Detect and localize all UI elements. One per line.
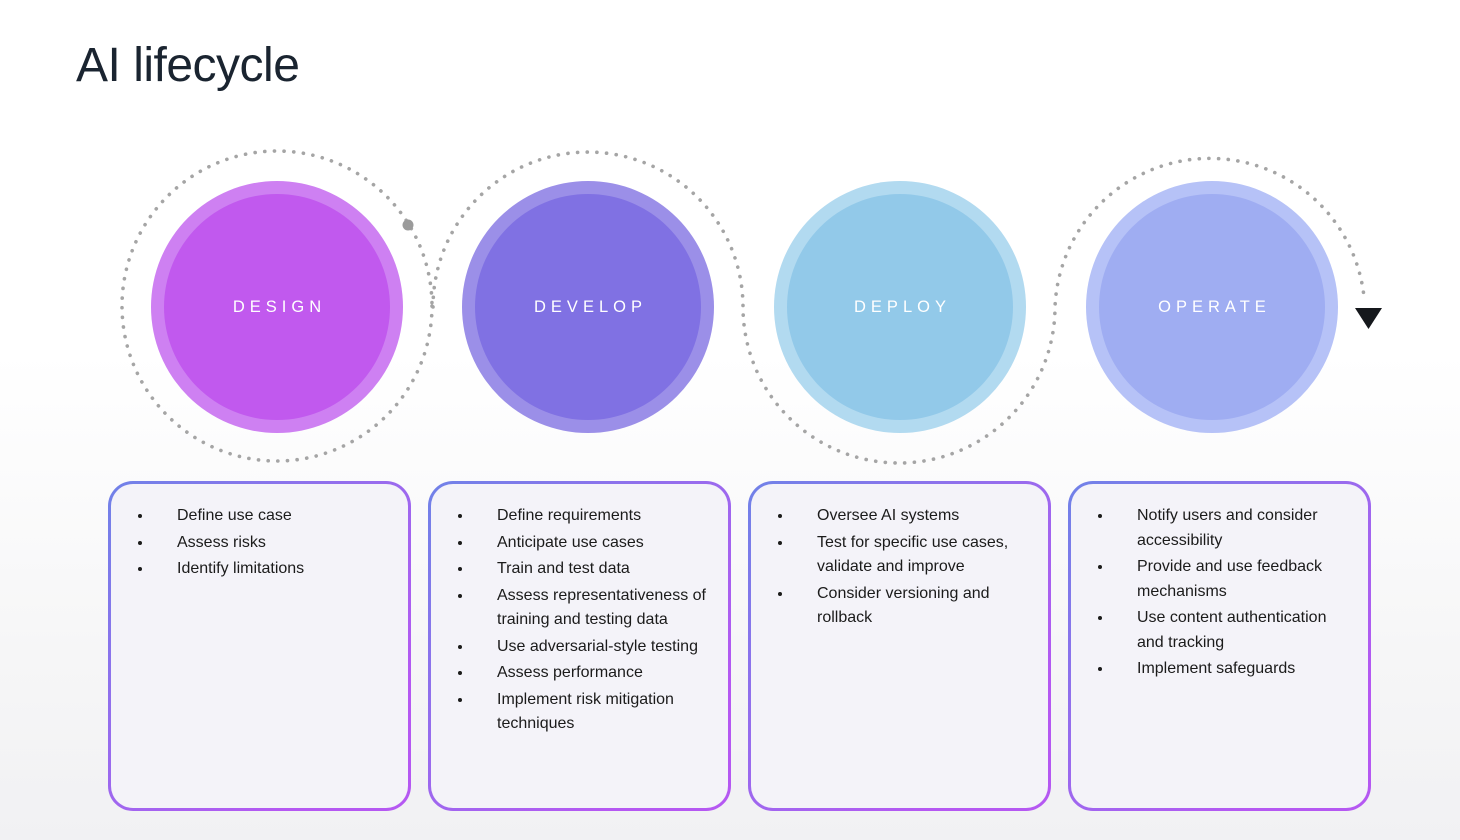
stage-label-develop: DEVELOP (534, 297, 647, 316)
card-design: Define use caseAssess risksIdentify limi… (108, 481, 411, 811)
flow-arrow-down-icon (1355, 308, 1382, 329)
stage-circle-operate: OPERATE (1086, 181, 1338, 433)
stage-circle-deploy: DEPLOY (774, 181, 1026, 433)
flow-start-dot (402, 219, 414, 231)
stage-disc: DEPLOY (787, 194, 1013, 420)
card-body: Notify users and consider accessibilityP… (1071, 484, 1368, 808)
list-item: Implement safeguards (1113, 656, 1354, 682)
list-item: Consider versioning and rollback (793, 581, 1034, 631)
deploy-items-list: Oversee AI systemsTest for specific use … (751, 484, 1048, 631)
list-item: Anticipate use cases (473, 530, 714, 556)
design-items-list: Define use caseAssess risksIdentify limi… (111, 484, 408, 582)
list-item: Implement risk mitigation techniques (473, 687, 714, 737)
list-item: Assess representativeness of training an… (473, 583, 714, 633)
card-develop: Define requirementsAnticipate use casesT… (428, 481, 731, 811)
stage-label-operate: OPERATE (1158, 297, 1271, 316)
card-operate: Notify users and consider accessibilityP… (1068, 481, 1371, 811)
page-title: AI lifecycle (76, 39, 300, 92)
operate-items-list: Notify users and consider accessibilityP… (1071, 484, 1368, 682)
list-item: Define requirements (473, 503, 714, 529)
stage-disc: DEVELOP (475, 194, 701, 420)
card-body: Define use caseAssess risksIdentify limi… (111, 484, 408, 808)
list-item: Define use case (153, 503, 394, 529)
list-item: Oversee AI systems (793, 503, 1034, 529)
stage-label-design: DESIGN (232, 297, 327, 316)
stage-label-deploy: DEPLOY (854, 297, 951, 316)
list-item: Notify users and consider accessibility (1113, 503, 1354, 553)
list-item: Identify limitations (153, 556, 394, 582)
list-item: Test for specific use cases, validate an… (793, 530, 1034, 580)
develop-items-list: Define requirementsAnticipate use casesT… (431, 484, 728, 737)
flow-wave-dots (431, 150, 1366, 465)
stage-circle-develop: DEVELOP (462, 181, 714, 433)
stage-circle-design: DESIGN (151, 181, 403, 433)
stage-disc: DESIGN (164, 194, 390, 420)
card-body: Define requirementsAnticipate use casesT… (431, 484, 728, 808)
list-item: Train and test data (473, 556, 714, 582)
card-body: Oversee AI systemsTest for specific use … (751, 484, 1048, 808)
list-item: Assess risks (153, 530, 394, 556)
list-item: Provide and use feedback mechanisms (1113, 554, 1354, 604)
card-deploy: Oversee AI systemsTest for specific use … (748, 481, 1051, 811)
stage-disc: OPERATE (1099, 194, 1325, 420)
list-item: Use content authentication and tracking (1113, 605, 1354, 655)
list-item: Assess performance (473, 660, 714, 686)
list-item: Use adversarial-style testing (473, 634, 714, 660)
